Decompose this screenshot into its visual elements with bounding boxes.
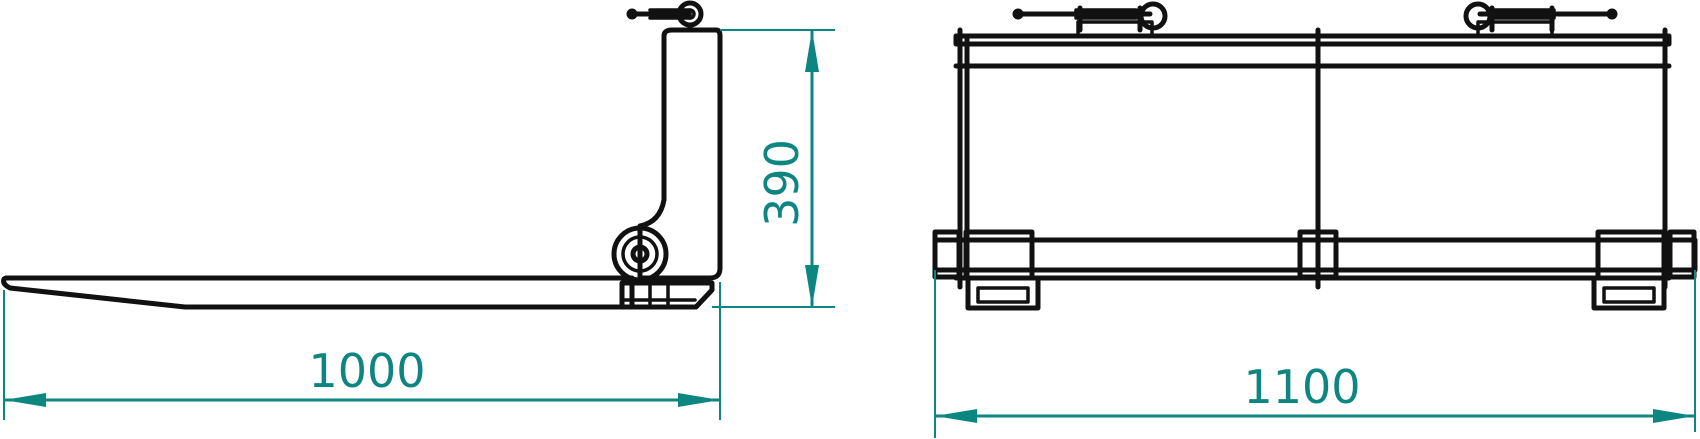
front-left-pin (1012, 1, 1168, 38)
right-block-base (1591, 275, 1667, 311)
hook-roller-inner (630, 244, 650, 264)
arrow-left-1000 (4, 393, 46, 407)
arrow-right-1000 (678, 393, 720, 407)
front-view: 1100 (932, 1, 1698, 438)
arrow-left-1100 (935, 409, 977, 423)
front-right-pin (1463, 1, 1618, 38)
right-block-slot (1602, 286, 1656, 304)
arrow-bottom-390 (805, 265, 819, 307)
left-end-cap (932, 229, 962, 280)
dim-label-1100: 1100 (1243, 360, 1360, 414)
center-clip (1297, 229, 1339, 280)
hook-roller-mid (621, 235, 659, 273)
arrow-right-1100 (1653, 409, 1695, 423)
side-locking-pin (626, 0, 704, 33)
dim-label-1000: 1000 (308, 344, 425, 398)
side-view: 1000 390 (1, 0, 835, 420)
back-plate (637, 27, 723, 281)
left-block-base (965, 275, 1041, 311)
lower-beam (932, 237, 1698, 273)
blade-heel (619, 280, 715, 310)
dim-label-390: 390 (755, 139, 809, 227)
top-bar (953, 33, 1672, 47)
fork-blade (1, 275, 635, 310)
hook-roller-outer (611, 225, 669, 283)
left-block-slot (976, 286, 1030, 304)
arrow-top-390 (805, 30, 819, 72)
right-end-cap (1667, 229, 1697, 280)
